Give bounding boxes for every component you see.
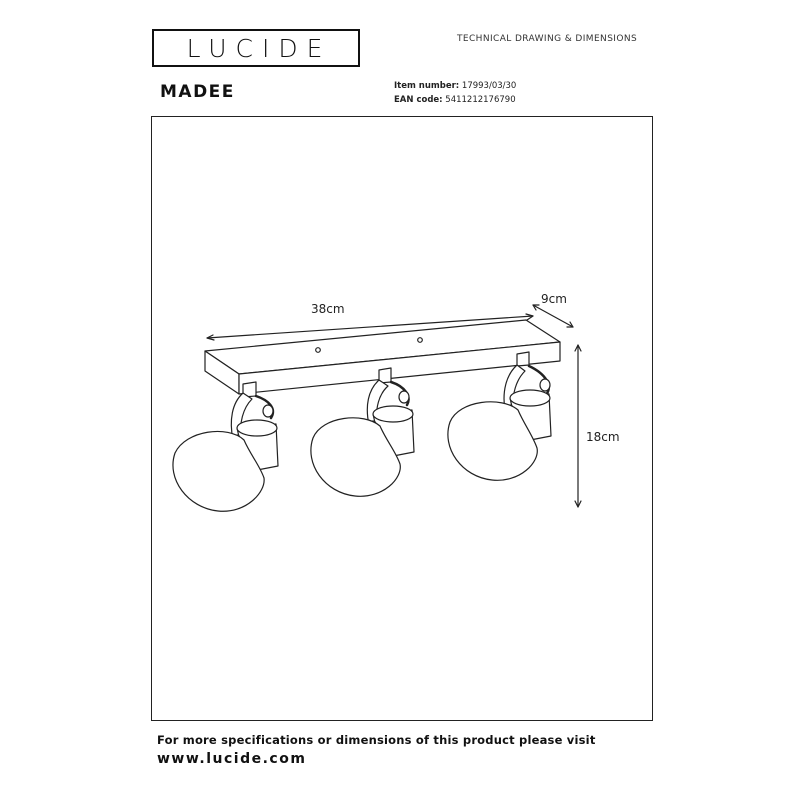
length-dimension-label: 38cm — [311, 302, 345, 316]
width-dimension-label: 9cm — [541, 292, 567, 306]
length-dimension-line — [206, 313, 534, 341]
ean-value: 5411212176790 — [445, 95, 516, 105]
ean-row: EAN code: 5411212176790 — [394, 95, 516, 105]
height-dimension-line — [574, 344, 582, 508]
brand-logo: LUCIDE — [152, 29, 360, 67]
spot-lamp-1 — [172, 381, 279, 512]
spot-lamp-2 — [310, 367, 415, 497]
brand-logo-text: LUCIDE — [186, 33, 332, 63]
footer-note: For more specifications or dimensions of… — [157, 733, 596, 747]
product-name: MADEE — [160, 82, 235, 102]
footer-url-link[interactable]: www.lucide.com — [157, 751, 307, 767]
ean-label: EAN code: — [394, 95, 443, 105]
item-number-label: Item number: — [394, 81, 460, 91]
item-number-value: 17993/03/30 — [461, 81, 517, 91]
width-dimension-line — [532, 304, 574, 328]
drawing-frame — [151, 116, 653, 721]
item-number-row: Item number: 17993/03/30 — [394, 81, 516, 91]
spot-lamp-3 — [447, 351, 552, 481]
document-type: TECHNICAL DRAWING & DIMENSIONS — [457, 34, 638, 44]
base-plate — [204, 319, 561, 395]
height-dimension-label: 18cm — [586, 430, 620, 444]
